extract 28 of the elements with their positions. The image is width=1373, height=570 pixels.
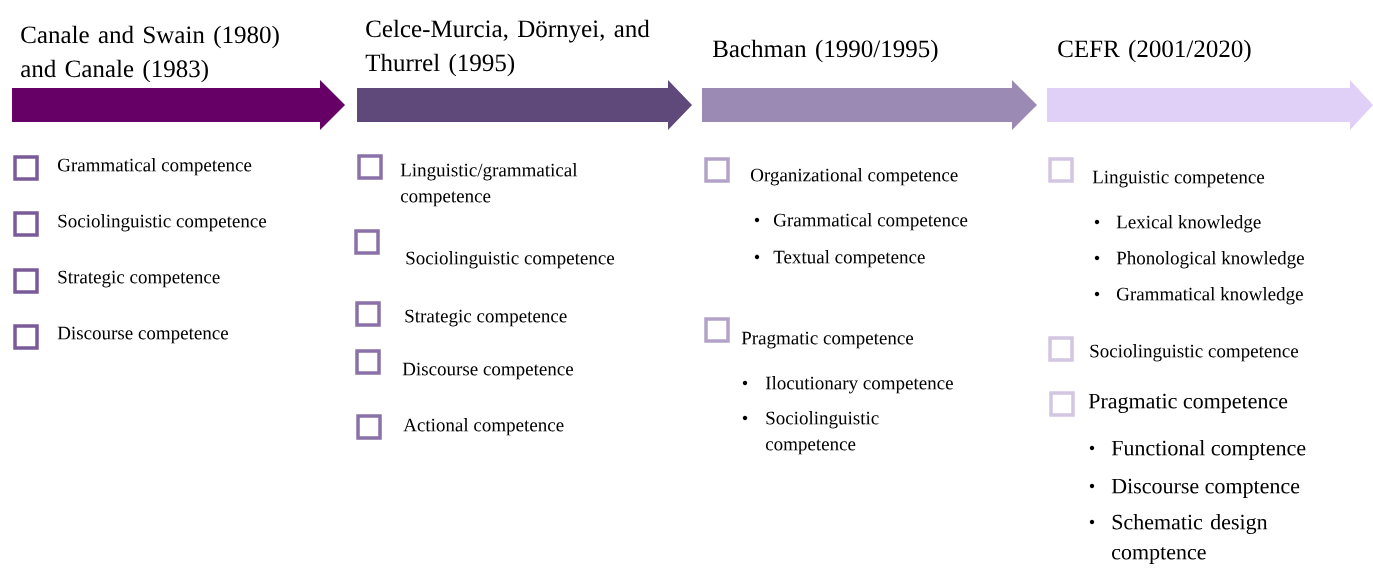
heading: CEFR (2001/2020) (1058, 39, 1251, 63)
item-text: Organizational competence (751, 168, 958, 186)
item-text: Linguistic competence (1092, 170, 1265, 188)
heading: Canale and Swain (1980) and Canale (1983) (21, 25, 279, 83)
item-text: Pragmatic competence (741, 331, 914, 349)
item-text: Actional competence (403, 418, 564, 436)
item-text: Sociolinguistic competence (1090, 344, 1299, 362)
item-text: Sociolinguistic competence (406, 251, 615, 269)
item-text: Discourse competence (402, 362, 574, 380)
item-text: Discourse comptence (1111, 478, 1300, 498)
item-text: Grammatical competence (774, 213, 968, 231)
item-text: Ilocutionary competence (765, 376, 953, 394)
item-text: Functional comptence (1111, 440, 1306, 460)
heading: Celce-Murcia, Dörnyei, and Thurrel (1995) (365, 19, 650, 77)
item-text: Grammatical competence (58, 158, 252, 176)
heading: Bachman (1990/1995) (712, 39, 938, 63)
item-text: Schematic design comptence (1112, 514, 1268, 564)
item-text: Sociolinguistic competence (58, 214, 267, 232)
item-text: Strategic competence (405, 309, 567, 327)
item-text: Strategic competence (58, 270, 220, 288)
item-text: Linguistic/grammatical competence (400, 163, 578, 207)
item-text: Discourse competence (57, 326, 229, 344)
item-text: Phonological knowledge (1116, 251, 1304, 269)
item-text: Grammatical knowledge (1117, 287, 1303, 305)
item-text: Pragmatic competence (1088, 393, 1288, 414)
item-text: Sociolinguistic competence (765, 411, 879, 455)
item-text: Textual competence (773, 250, 925, 268)
item-text: Lexical knowledge (1116, 215, 1261, 233)
